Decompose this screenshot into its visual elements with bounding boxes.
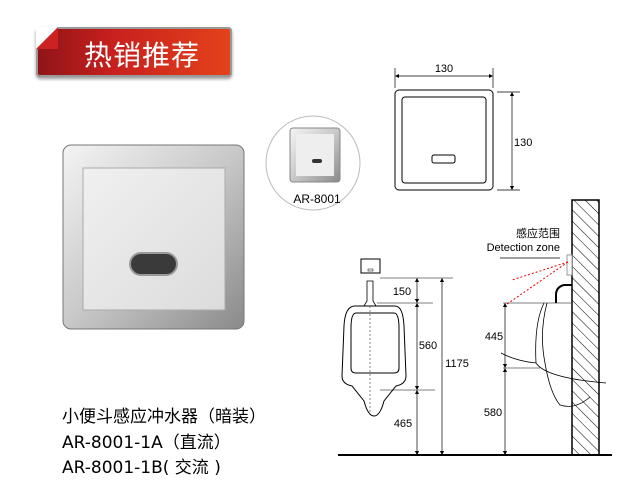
detection-zone-cn: 感应范围 (516, 226, 560, 240)
detection-zone-en: Detection zone (487, 242, 560, 254)
front-view-drawing (394, 68, 520, 191)
dim-445: 445 (485, 331, 503, 343)
dim-580: 580 (484, 407, 502, 419)
model-b: AR-8001-1B( 交流 ) (62, 458, 221, 478)
installation-drawing (338, 199, 612, 456)
inset-model-label: AR-8001 (293, 192, 341, 206)
product-title: 小便斗感应冲水器（暗装） (62, 407, 266, 427)
sensor-window-icon (129, 252, 178, 276)
model-inset (265, 115, 361, 211)
dim-560: 560 (419, 340, 437, 352)
model-a: AR-8001-1A（直流） (62, 433, 231, 453)
width-dimension: 130 (435, 63, 453, 75)
dim-150: 150 (393, 286, 411, 298)
hot-sale-banner: 热销推荐 (36, 27, 232, 77)
page-curl-icon (36, 27, 58, 49)
banner-label: 热销推荐 (84, 39, 201, 72)
dim-1175: 1175 (445, 358, 469, 370)
sensor-plate-photo (62, 144, 245, 330)
dim-465: 465 (394, 418, 412, 430)
height-dimension: 130 (514, 137, 532, 149)
